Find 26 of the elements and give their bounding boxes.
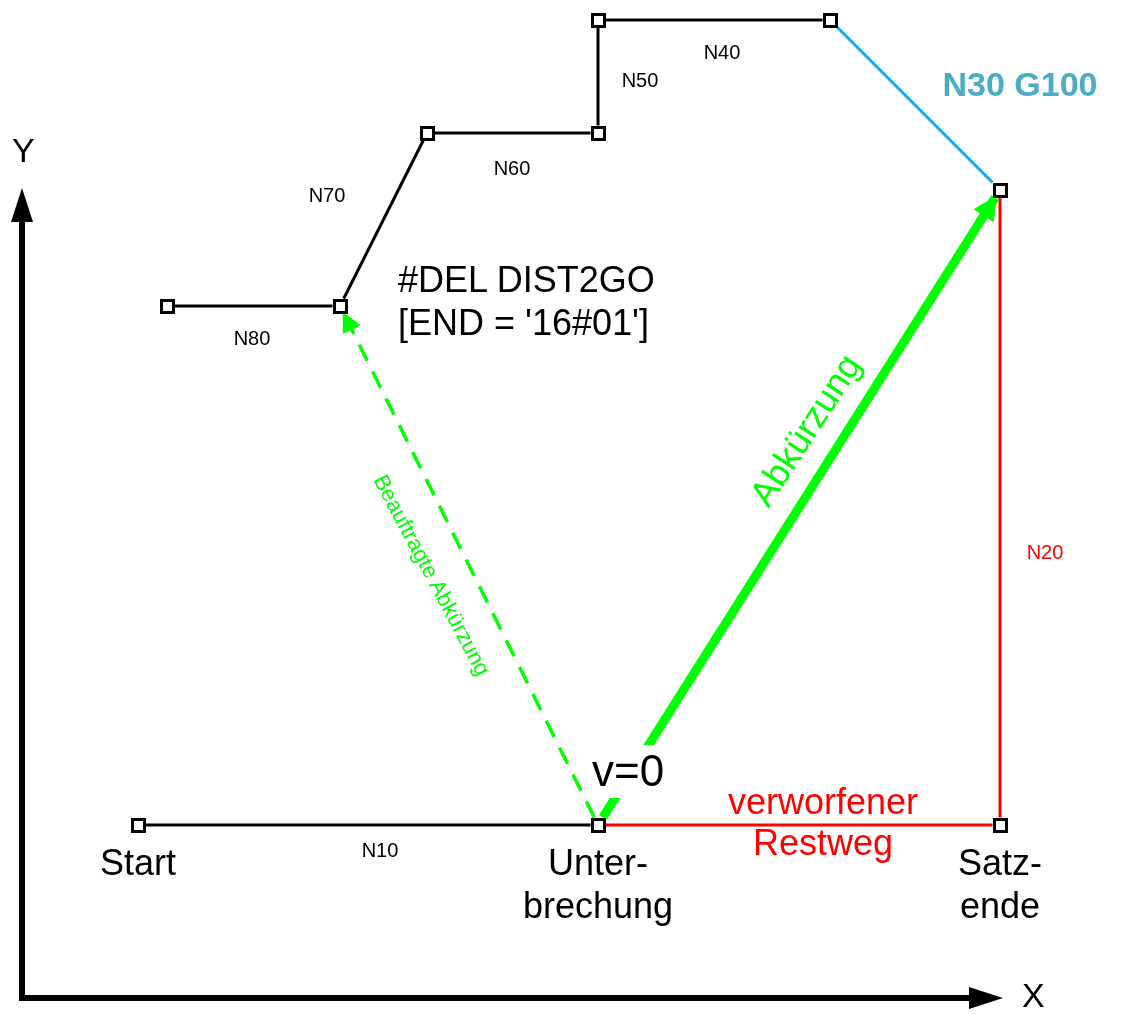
waypoint-square <box>419 125 435 141</box>
path-segment <box>605 823 993 827</box>
arrow <box>342 311 596 819</box>
path-segment <box>145 823 591 827</box>
velocity-label: v=0 <box>592 745 665 798</box>
path-segment <box>836 26 994 184</box>
command-note: #DEL DIST2GO [END = '16#01'] <box>398 258 656 345</box>
waypoint-square <box>992 182 1008 198</box>
waypoint-square <box>332 298 348 314</box>
path-segment <box>605 18 823 22</box>
path-segment <box>174 304 333 308</box>
axis-label: X <box>1022 975 1045 1014</box>
edge-label: verworfener Restweg <box>726 780 920 864</box>
point-label: Unter- brechung <box>523 840 674 927</box>
waypoint-square <box>590 125 606 141</box>
waypoint-square <box>822 12 838 28</box>
axis-label: Y <box>12 130 35 171</box>
path-segment <box>596 27 600 126</box>
path-segment <box>434 131 591 135</box>
path-segment <box>342 139 425 300</box>
waypoint-square <box>590 12 606 28</box>
arrow <box>598 195 1000 820</box>
point-label: Satz- ende <box>958 840 1043 927</box>
waypoint-square <box>159 298 175 314</box>
point-label: Start <box>100 840 177 884</box>
path-segment <box>998 197 1002 818</box>
